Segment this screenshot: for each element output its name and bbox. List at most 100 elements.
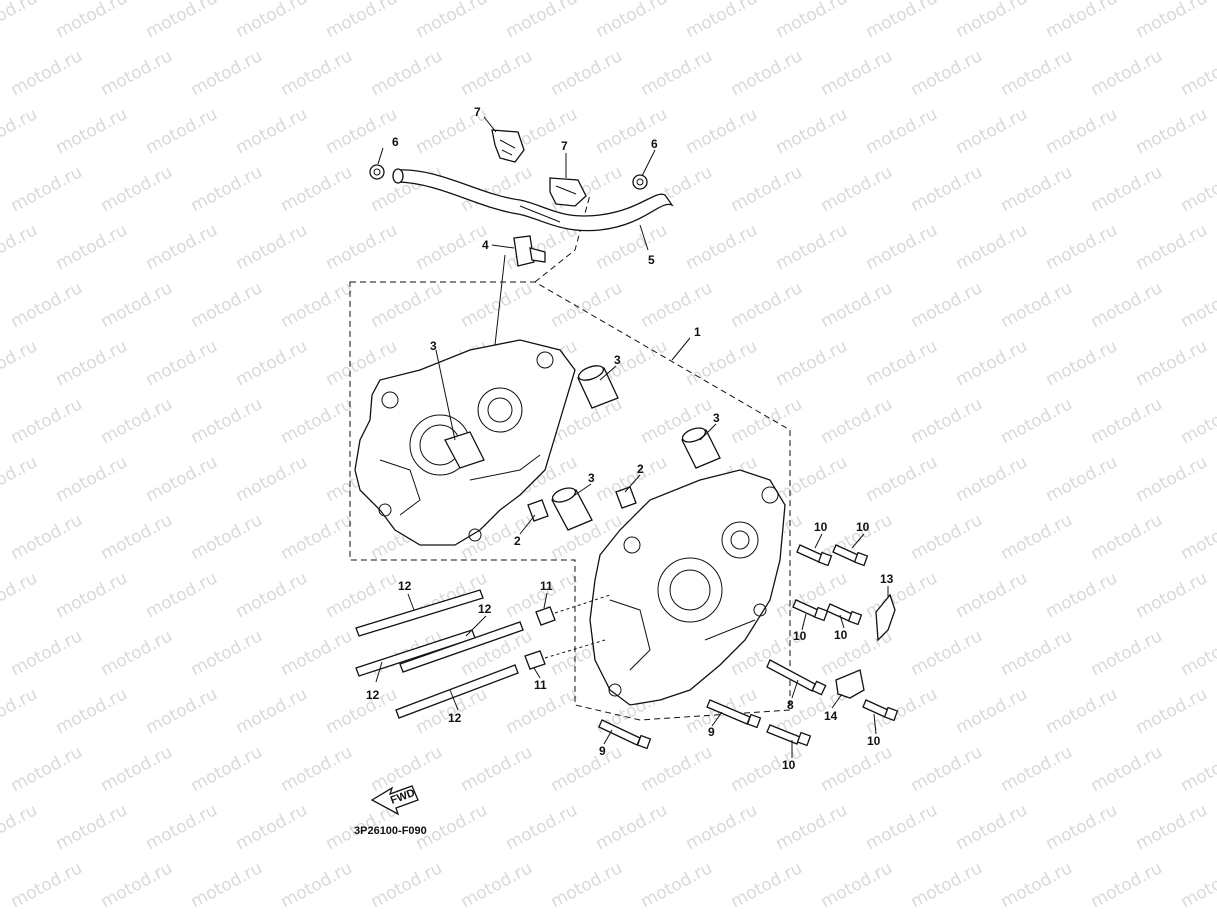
watermark-text: motod.ru	[52, 452, 130, 506]
callout-8: 8	[787, 698, 794, 712]
watermark-text: motod.ru	[0, 104, 41, 158]
callout-2a: 2	[514, 534, 521, 548]
watermark-text: motod.ru	[727, 394, 805, 448]
callout-6a: 6	[392, 135, 399, 149]
watermark-text: motod.ru	[637, 858, 715, 912]
watermark-text: motod.ru	[187, 278, 265, 332]
watermark-text: motod.ru	[1087, 742, 1165, 796]
watermark-text: motod.ru	[457, 858, 535, 912]
callout-4: 4	[482, 238, 489, 252]
watermark-text: motod.ru	[952, 0, 1030, 42]
bolt-9-b	[598, 719, 652, 750]
callout-3c: 3	[713, 411, 720, 425]
watermark-text: motod.ru	[637, 742, 715, 796]
watermark-text: motod.ru	[1132, 684, 1210, 738]
watermark-text: motod.ru	[637, 46, 715, 100]
watermark-text: motod.ru	[1087, 510, 1165, 564]
callout-6b: 6	[651, 137, 658, 151]
watermark-text: motod.ru	[907, 162, 985, 216]
watermark-text: motod.ru	[232, 336, 310, 390]
callout-12c: 12	[366, 688, 380, 702]
watermark-text: motod.ru	[1132, 220, 1210, 274]
watermark-text: motod.ru	[1177, 278, 1217, 332]
watermark-text: motod.ru	[1087, 162, 1165, 216]
watermark-text: motod.ru	[142, 336, 220, 390]
watermark-text: motod.ru	[0, 0, 41, 42]
watermark-text: motod.ru	[682, 336, 760, 390]
watermark-text: motod.ru	[0, 800, 41, 854]
bolt-10-b	[832, 544, 869, 567]
watermark-text: motod.ru	[97, 46, 175, 100]
watermark-text: motod.ru	[232, 800, 310, 854]
watermark-text: motod.ru	[52, 684, 130, 738]
watermark-text: motod.ru	[52, 104, 130, 158]
dowel-pin-inner	[444, 431, 485, 469]
watermark-text: motod.ru	[772, 452, 850, 506]
callout-12d: 12	[448, 711, 462, 725]
watermark-text: motod.ru	[0, 568, 41, 622]
watermark-text: motod.ru	[547, 278, 625, 332]
assembly-boundary	[349, 194, 791, 721]
watermark-text: motod.ru	[142, 800, 220, 854]
watermark-text: motod.ru	[772, 800, 850, 854]
watermark-text: motod.ru	[727, 162, 805, 216]
watermark-text: motod.ru	[502, 800, 580, 854]
watermark-text: motod.ru	[277, 742, 355, 796]
callout-10c: 10	[793, 629, 807, 643]
watermark-text: motod.ru	[142, 568, 220, 622]
hose-clamp-left	[369, 164, 385, 180]
watermark-text: motod.ru	[727, 46, 805, 100]
watermark-text: motod.ru	[97, 742, 175, 796]
watermark-text: motod.ru	[232, 104, 310, 158]
watermark-text: motod.ru	[367, 858, 445, 912]
watermark-text: motod.ru	[682, 800, 760, 854]
watermark-text: motod.ru	[0, 452, 41, 506]
watermark-text: motod.ru	[7, 278, 85, 332]
callout-11b: 11	[534, 678, 547, 692]
callout-7a: 7	[474, 105, 481, 119]
watermark-text: motod.ru	[997, 394, 1075, 448]
watermark-text: motod.ru	[187, 510, 265, 564]
watermark-text: motod.ru	[1132, 104, 1210, 158]
dowel-pin-upper	[577, 365, 619, 409]
watermark-text: motod.ru	[187, 742, 265, 796]
watermark-text: motod.ru	[187, 46, 265, 100]
watermark-text: motod.ru	[1042, 104, 1120, 158]
watermark-text: motod.ru	[457, 742, 535, 796]
watermark-text: motod.ru	[7, 858, 85, 912]
watermark-text: motod.ru	[907, 46, 985, 100]
watermark-text: motod.ru	[277, 858, 355, 912]
watermark-text: motod.ru	[1177, 162, 1217, 216]
breather-fitting	[494, 235, 546, 346]
watermark-text: motod.ru	[1177, 394, 1217, 448]
callout-7b: 7	[561, 139, 568, 153]
watermark-text: motod.ru	[187, 626, 265, 680]
callout-14: 14	[824, 709, 838, 723]
watermark-text: motod.ru	[907, 394, 985, 448]
watermark-text: motod.ru	[457, 46, 535, 100]
watermark-text: motod.ru	[322, 104, 400, 158]
watermark-text: motod.ru	[772, 104, 850, 158]
watermark-text: motod.ru	[862, 336, 940, 390]
watermark-text: motod.ru	[7, 162, 85, 216]
watermark-text: motod.ru	[1087, 46, 1165, 100]
watermark-text: motod.ru	[997, 46, 1075, 100]
watermark-text: motod.ru	[997, 626, 1075, 680]
watermark-text: motod.ru	[862, 104, 940, 158]
crankcase-right-half	[589, 469, 786, 706]
callout-1: 1	[694, 325, 701, 339]
watermark-text: motod.ru	[952, 452, 1030, 506]
bolt-9-a	[706, 699, 762, 729]
callout-10b: 10	[856, 520, 870, 534]
watermark-text: motod.ru	[277, 278, 355, 332]
watermark-text: motod.ru	[862, 568, 940, 622]
watermark-text: motod.ru	[412, 220, 490, 274]
watermark-text: motod.ru	[997, 742, 1075, 796]
stud-bolt-4	[395, 664, 519, 719]
callout-11a: 11	[540, 579, 553, 593]
watermark-text: motod.ru	[952, 568, 1030, 622]
watermark-text: motod.ru	[277, 162, 355, 216]
watermark-text: motod.ru	[1132, 800, 1210, 854]
fwd-arrow: FWD	[370, 785, 419, 816]
callout-5: 5	[648, 253, 655, 267]
